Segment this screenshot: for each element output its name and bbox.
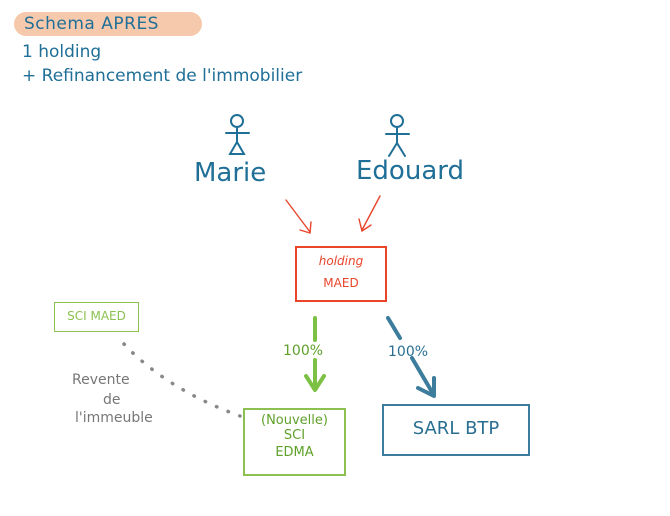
person-head-marie	[230, 114, 244, 128]
edge-label-holding-to-sci: 100%	[283, 343, 324, 359]
node-sci-edma: (Nouvelle) SCI EDMA	[243, 408, 346, 476]
person-head-edouard	[390, 114, 404, 128]
arrowhead-marie-to-holding	[299, 221, 312, 234]
arrow-holding-to-sarl-lower	[410, 356, 434, 394]
person-icon-edouard	[385, 114, 410, 157]
title-highlight	[14, 12, 202, 36]
arrowhead-holding-to-sarl	[416, 376, 436, 398]
edge-label-revente-line3: l'immeuble	[75, 410, 153, 426]
person-name-edouard: Edouard	[356, 156, 464, 186]
node-sci-edma-line1: (Nouvelle)	[261, 413, 328, 428]
page-title: Schema APRES	[24, 14, 159, 34]
node-sci-maed: SCI MAED	[54, 302, 139, 332]
node-sci-edma-line3: EDMA	[275, 445, 314, 460]
person-leg-left-edouard	[388, 142, 398, 157]
node-sci-edma-line2: SCI	[283, 428, 306, 443]
edge-label-holding-to-sarl: 100%	[388, 344, 429, 360]
person-leg-right-edouard	[396, 142, 406, 157]
arrow-holding-to-sarl-upper	[386, 316, 402, 340]
node-sci-maed-label: SCI MAED	[67, 309, 126, 323]
node-holding-line1: holding	[318, 254, 364, 268]
node-sarl-btp-label: SARL BTP	[412, 418, 500, 439]
person-skirt-marie	[228, 140, 246, 155]
dotted-link-sci-maed-to-sci-edma	[122, 342, 242, 418]
person-name-marie: Marie	[194, 158, 267, 188]
node-sarl-btp: SARL BTP	[382, 404, 530, 456]
edge-label-revente-line2: de	[103, 392, 121, 408]
node-holding: holding MAED	[295, 246, 387, 302]
person-icon-marie	[225, 114, 250, 155]
node-holding-line2: MAED	[323, 276, 359, 290]
arrow-marie-to-holding	[285, 199, 311, 233]
arrow-edouard-to-holding	[361, 195, 381, 231]
arrowhead-edouard-to-holding	[358, 218, 372, 233]
subtitle-line-2: + Refinancement de l'immobilier	[22, 66, 303, 86]
subtitle-line-1: 1 holding	[22, 42, 102, 62]
edge-label-revente-line1: Revente	[72, 372, 130, 388]
arrowhead-holding-to-sci-edma	[304, 374, 326, 392]
